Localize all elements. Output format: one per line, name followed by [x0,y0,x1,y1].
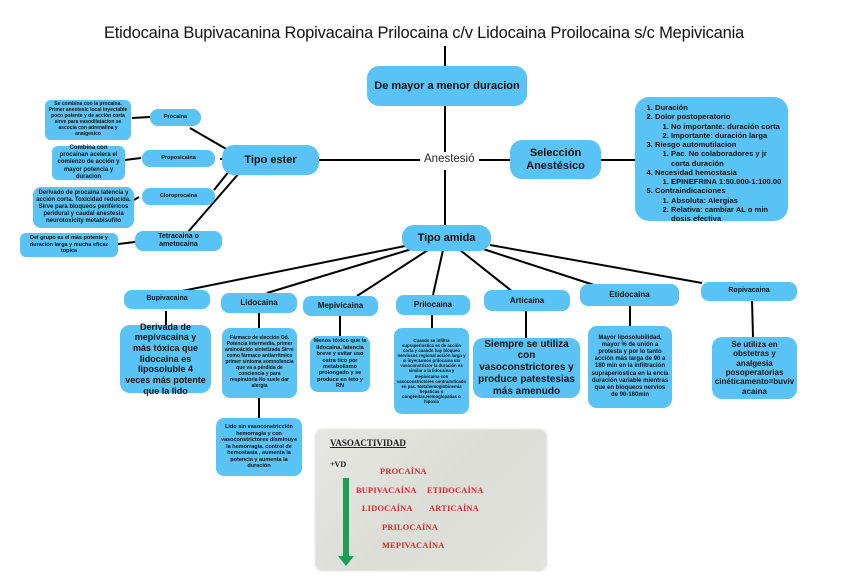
amida-note-ropivacaina: Se utiliza en obstetras y analgesia poso… [712,337,797,399]
criterion-label: Duración [655,103,688,112]
vasoactividad-heading: VASOACTIVIDAD [330,438,406,448]
selection-criterion: Necesidad hemostasiaEPINEFRINA 1:50.000-… [655,168,782,187]
criterion-label: Dolor postoperatorio [655,112,731,122]
selection-node: Selección Anestésico [510,140,601,179]
tipo-amida-node: Tipo amida [402,225,491,251]
vaso-drug: ETIDOCAÍNA [427,486,484,495]
vaso-drug: PRILOCAÍNA [382,523,438,532]
vaso-drug: MEPIVACAÍNA [382,541,445,550]
amida-item-bupivacaina: Bupivacaina [124,290,210,309]
criterion-label: Necesidad hemostasia [655,167,737,177]
vaso-drug: BUPIVACAÍNA [356,486,417,495]
selection-criterion: Dolor postoperatorioNo importante: durac… [655,112,782,140]
criterion-subitem: Pac. No colaboradores y jr corta duració… [671,149,782,168]
ester-item-procaina: Procaina [150,109,201,126]
selection-criteria-box: DuraciónDolor postoperatorioNo important… [635,97,788,223]
selection-criterion: Duración [655,103,782,112]
amida-note-prilocaina: Cuando se infiltra supraperiostica es de… [394,328,469,414]
connector [459,249,514,293]
criterion-subitem: Absoluta: Alergias [671,196,782,205]
criterion-subitem: EPINEFRINA 1:50.000-1:100.00 [671,177,782,186]
amida-note2-lidocaina: Lido sin vasoconstricción hemorragia y c… [216,418,302,476]
connector [117,241,136,245]
connector [133,196,140,201]
connector [356,249,429,297]
connector [124,157,142,161]
vaso-drug: LIDOCAÍNA [362,504,413,513]
connector [189,127,229,151]
selection-criteria-list: DuraciónDolor postoperatorioNo important… [641,103,782,223]
criterion-sublist: Absoluta: AlergiasRelativa: cambiar AL o… [655,196,782,224]
page-title: Etidocaina Bupivacanina Ropivacaina Pril… [103,24,745,42]
amida-note-etidocaina: Mayor liposolubilidad, mayor % de unión … [588,326,672,408]
connector [187,171,241,233]
duration-node: De mayor a menor duracion [367,66,527,106]
criterion-sublist: No importante: duración cortaImportante:… [655,122,782,141]
selection-criterion: Riesgo automutilacionPac. No colaborador… [655,140,782,168]
connector [479,247,595,286]
ester-note-procaina: Se combina con la procaina. Primer anest… [45,100,131,140]
vaso-drug: ARTICAÍNA [429,504,479,513]
amida-note-bupivacaina: Derivada de mepivacaina y más tóxica que… [120,322,211,396]
criterion-subitem: Relativa: cambiar AL o min dosis efectiv… [671,205,782,224]
criterion-subitem: Importante: duración larga [671,131,782,140]
amida-item-articaina: Articaina [484,290,570,311]
connector [751,299,754,338]
ester-item-tetracaina: Tetracaina o ametocaina [135,231,222,251]
ester-note-cloroprocaina: Derivado de procaina latencia y acción c… [33,187,134,228]
center-label: Anestesió [420,153,479,165]
vasoactividad-image: VASOACTIVIDAD +VD PROCAÍNA BUPIVACAÍNA E… [316,430,546,570]
connector [489,244,703,284]
amida-item-lidocaina: Lidocaina [221,293,297,313]
connector [181,244,411,292]
arrowhead-icon [338,556,354,566]
criterion-subitem: No importante: duración corta [671,122,782,131]
vaso-drug: PROCAÍNA [380,467,427,476]
criterion-label: Riesgo automutilacion [655,140,737,149]
tipo-ester-node: Tipo ester [222,145,319,175]
ester-note-proposicaina: Combina con procainan acelera el comienz… [52,145,125,180]
selection-criterion: ContraindicacionesAbsoluta: AlergiasRela… [655,186,782,223]
criterion-label: Contraindicaciones [655,186,726,196]
connector [131,116,151,119]
vasodilation-label: +VD [330,460,347,469]
down-arrow-icon [343,478,349,558]
ester-item-proposicaina: Proposicaina [142,150,215,167]
connector [266,247,416,294]
amida-item-etidocaina: Etidocaina [580,284,679,306]
amida-item-prilocaina: Prilocaina [396,295,470,315]
ester-note-tetracaina: Del grupo es el más potente y duración l… [20,233,118,257]
amida-note-lidocaina: Fármaco de elección Od. Potencia interme… [222,328,297,398]
criterion-sublist: Pac. No colaboradores y jr corta duració… [655,149,782,168]
amida-item-ropivacaina: Ropivacaina [701,282,797,301]
amida-note-mepivicaina: Menos tóxico que la lidocaina, latencia … [310,336,370,392]
connector [432,249,444,296]
ester-item-cloroprocaina: Cloroprocaina [142,188,215,205]
amida-item-mepivicaina: Mepivicaina [303,296,378,316]
criterion-sublist: EPINEFRINA 1:50.000-1:100.00 [655,177,782,186]
amida-note-articaina: Siempre se utiliza con vasoconstrictores… [473,338,580,398]
